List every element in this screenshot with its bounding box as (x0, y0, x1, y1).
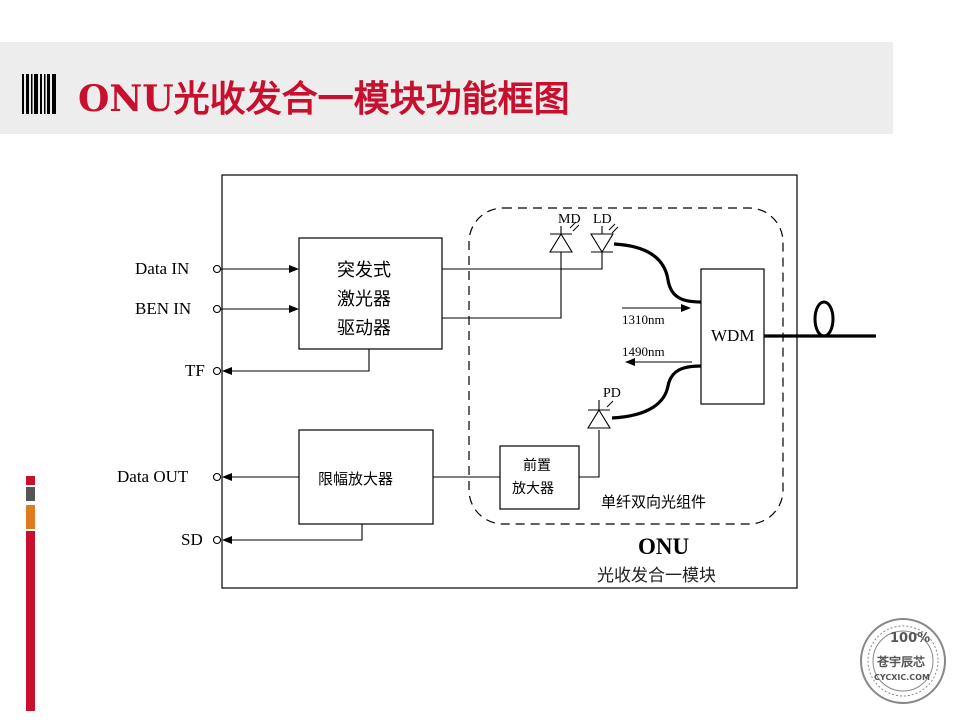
pd-to-preamp-line (579, 430, 600, 478)
accent-stripe-orange (26, 505, 35, 529)
watermark-stamp (860, 618, 946, 704)
pd-fiber (611, 364, 702, 420)
module-name: ONU (638, 534, 690, 559)
pd-label: PD (603, 386, 621, 401)
driver-label-line2: 激光器 (337, 289, 391, 310)
accent-stripe-red-top (26, 476, 35, 485)
md-label: MD (558, 212, 581, 227)
driver-to-ld-line (442, 252, 603, 270)
wl-1310-label: 1310nm (622, 312, 665, 327)
driver-label-line1: 突发式 (337, 260, 391, 281)
sd-label: SD (181, 530, 203, 549)
ld-fiber (613, 242, 702, 304)
module-subtitle: 光收发合一模块 (597, 566, 716, 586)
data-in-label: Data IN (135, 259, 190, 278)
ld-diode-icon (590, 223, 619, 254)
driver-label-line3: 驱动器 (337, 318, 391, 339)
data-out-port-icon (212, 472, 222, 482)
tf-port-icon (212, 366, 222, 376)
tf-line (222, 349, 370, 375)
data-in-port-icon (212, 264, 222, 274)
fiber-loop-icon (813, 300, 835, 338)
laser-driver-block (298, 237, 443, 350)
preamp-label-line1: 前置 (523, 458, 551, 474)
watermark-brand: 苍宇辰芯 (877, 655, 926, 669)
module-frame (221, 174, 798, 589)
preamp-label-line2: 放大器 (512, 481, 554, 497)
barcode-icon (22, 74, 56, 114)
watermark-site: CYCXIC.COM (874, 673, 930, 682)
sd-line (222, 524, 363, 544)
wdm-label: WDM (711, 326, 755, 345)
limiting-amp-block (298, 429, 434, 525)
accent-stripe-red (26, 531, 35, 711)
pd-diode-icon (587, 400, 614, 429)
limiter-label: 限幅放大器 (318, 470, 394, 488)
tf-label: TF (185, 361, 205, 380)
title-bar (0, 42, 893, 134)
ld-label: LD (593, 212, 612, 227)
data-out-label: Data OUT (117, 467, 189, 486)
ben-in-label: BEN IN (135, 299, 192, 318)
ben-in-port-icon (212, 304, 222, 314)
page-title: ONU光收发合一模块功能框图 (78, 78, 570, 120)
accent-stripe-gray (26, 487, 35, 501)
bosa-label: 单纤双向光组件 (601, 493, 707, 511)
sd-port-icon (212, 535, 222, 545)
wl-1490-label: 1490nm (622, 344, 665, 359)
md-diode-icon (549, 221, 580, 253)
driver-to-md-line (442, 252, 562, 319)
bosa-boundary (468, 207, 784, 525)
wdm-block (700, 268, 765, 405)
watermark-percent: 100% (890, 631, 931, 646)
